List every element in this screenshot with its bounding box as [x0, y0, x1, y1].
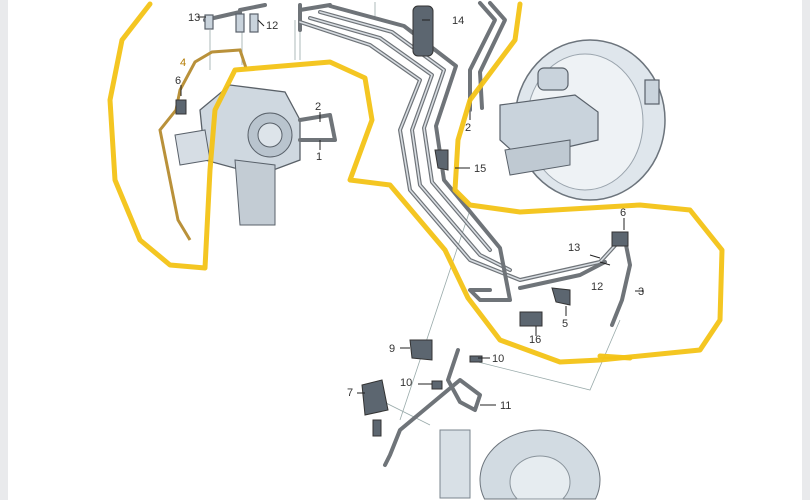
bolt-8 [372, 419, 382, 437]
union-13 [204, 14, 214, 30]
abs-bracket [234, 159, 276, 226]
brake-pipes [203, 1, 632, 467]
leader-lines [180, 16, 644, 406]
strut [439, 429, 471, 499]
label-2-booster: 2 [465, 122, 471, 134]
spring-14 [412, 5, 434, 57]
label-12: 12 [266, 20, 278, 32]
left-border [0, 0, 8, 500]
part-labels: 13 12 4 6 2 1 14 2 15 6 13 12 3 5 16 9 1… [175, 12, 644, 412]
label-9: 9 [389, 343, 395, 355]
label-11: 11 [500, 400, 511, 412]
clip-10 [469, 355, 483, 363]
label-15: 15 [474, 163, 486, 175]
right-border [802, 0, 810, 500]
label-4: 4 [180, 57, 186, 69]
label-14: 14 [452, 15, 464, 27]
bracket-9 [409, 339, 433, 361]
label-16: 16 [529, 334, 541, 346]
bracket-5 [551, 287, 571, 306]
clip-15 [434, 149, 449, 171]
label-10a: 10 [492, 353, 504, 365]
brake-booster [499, 39, 666, 201]
flex-hose-3 [610, 238, 632, 327]
label-1: 1 [316, 151, 322, 163]
bracket-7 [361, 379, 389, 416]
yellow-highlights [107, 1, 725, 365]
label-13-rear: 13 [568, 242, 580, 254]
abs-hydraulic-unit [174, 84, 301, 226]
clip-16 [519, 311, 543, 327]
label-7: 7 [347, 387, 353, 399]
label-6: 6 [175, 75, 181, 87]
label-5: 5 [562, 318, 568, 330]
clip-6 [175, 99, 187, 115]
label-12-rear: 12 [591, 281, 603, 293]
bracket-6-rear [611, 231, 629, 247]
union-12 [249, 13, 259, 33]
label-3: 3 [638, 286, 644, 298]
brake-disc-hub [509, 455, 571, 500]
clip-10b [431, 380, 443, 390]
union-a [235, 13, 245, 33]
front-hose [383, 348, 482, 467]
label-13: 13 [188, 12, 200, 24]
reservoir-cap [537, 67, 569, 91]
label-2: 2 [315, 101, 321, 113]
label-10b: 10 [400, 377, 412, 389]
label-6-rear: 6 [620, 207, 626, 219]
brake-fluid-reservoir [499, 94, 599, 159]
brake-line-4 [158, 48, 248, 241]
